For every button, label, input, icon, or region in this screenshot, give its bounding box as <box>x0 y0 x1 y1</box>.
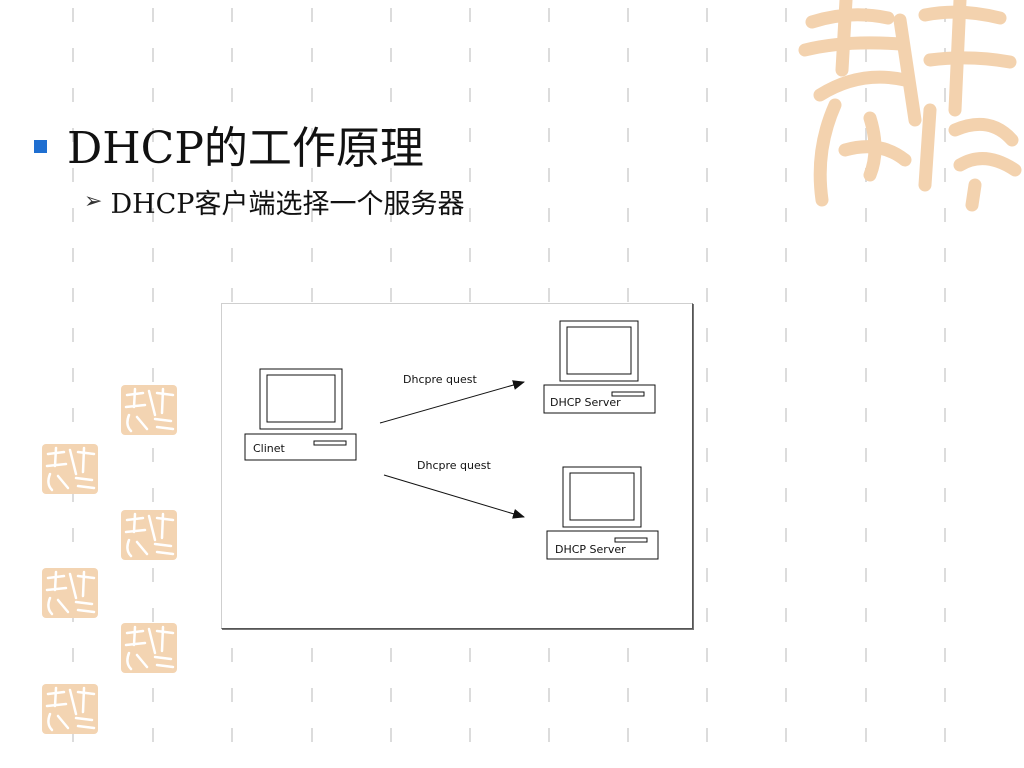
server-bottom-monitor-icon <box>562 466 642 528</box>
dhcp-diagram: Clinet DHCP Server DHCP Server Dhcpre qu… <box>221 303 693 629</box>
server-top-label: DHCP Server <box>550 396 621 409</box>
arrow-to-top-server <box>379 380 525 424</box>
square-bullet-icon <box>34 139 47 153</box>
server-top-box-icon <box>543 384 656 414</box>
client-label: Clinet <box>253 442 285 455</box>
seal-icon <box>42 684 98 734</box>
client-monitor-icon <box>259 368 343 430</box>
server-bottom-label: DHCP Server <box>555 543 626 556</box>
seal-icon <box>121 623 177 673</box>
server-top-monitor-icon <box>559 320 639 382</box>
small-seal-watermarks <box>42 385 177 734</box>
seal-icon <box>121 510 177 560</box>
server-bottom-box-icon <box>546 530 659 560</box>
corner-seal-watermark <box>798 0 1022 212</box>
slide-title: DHCP的工作原理 <box>34 112 424 176</box>
diagram-canvas <box>244 320 659 560</box>
arrow-bullet-icon: ➢ <box>84 189 103 214</box>
subtitle-text: DHCP客户端选择一个服务器 <box>110 189 465 220</box>
title-text: DHCP的工作原理 <box>67 123 424 174</box>
seal-icon <box>42 444 98 494</box>
subtitle-bullet: ➢ DHCP客户端选择一个服务器 <box>84 182 464 221</box>
arrow-to-bottom-server <box>383 474 525 519</box>
seal-icon <box>42 568 98 618</box>
arrow-top-label: Dhcpre quest <box>403 373 477 386</box>
seal-icon <box>121 385 177 435</box>
arrow-bottom-label: Dhcpre quest <box>417 459 491 472</box>
client-box-icon <box>244 433 357 461</box>
